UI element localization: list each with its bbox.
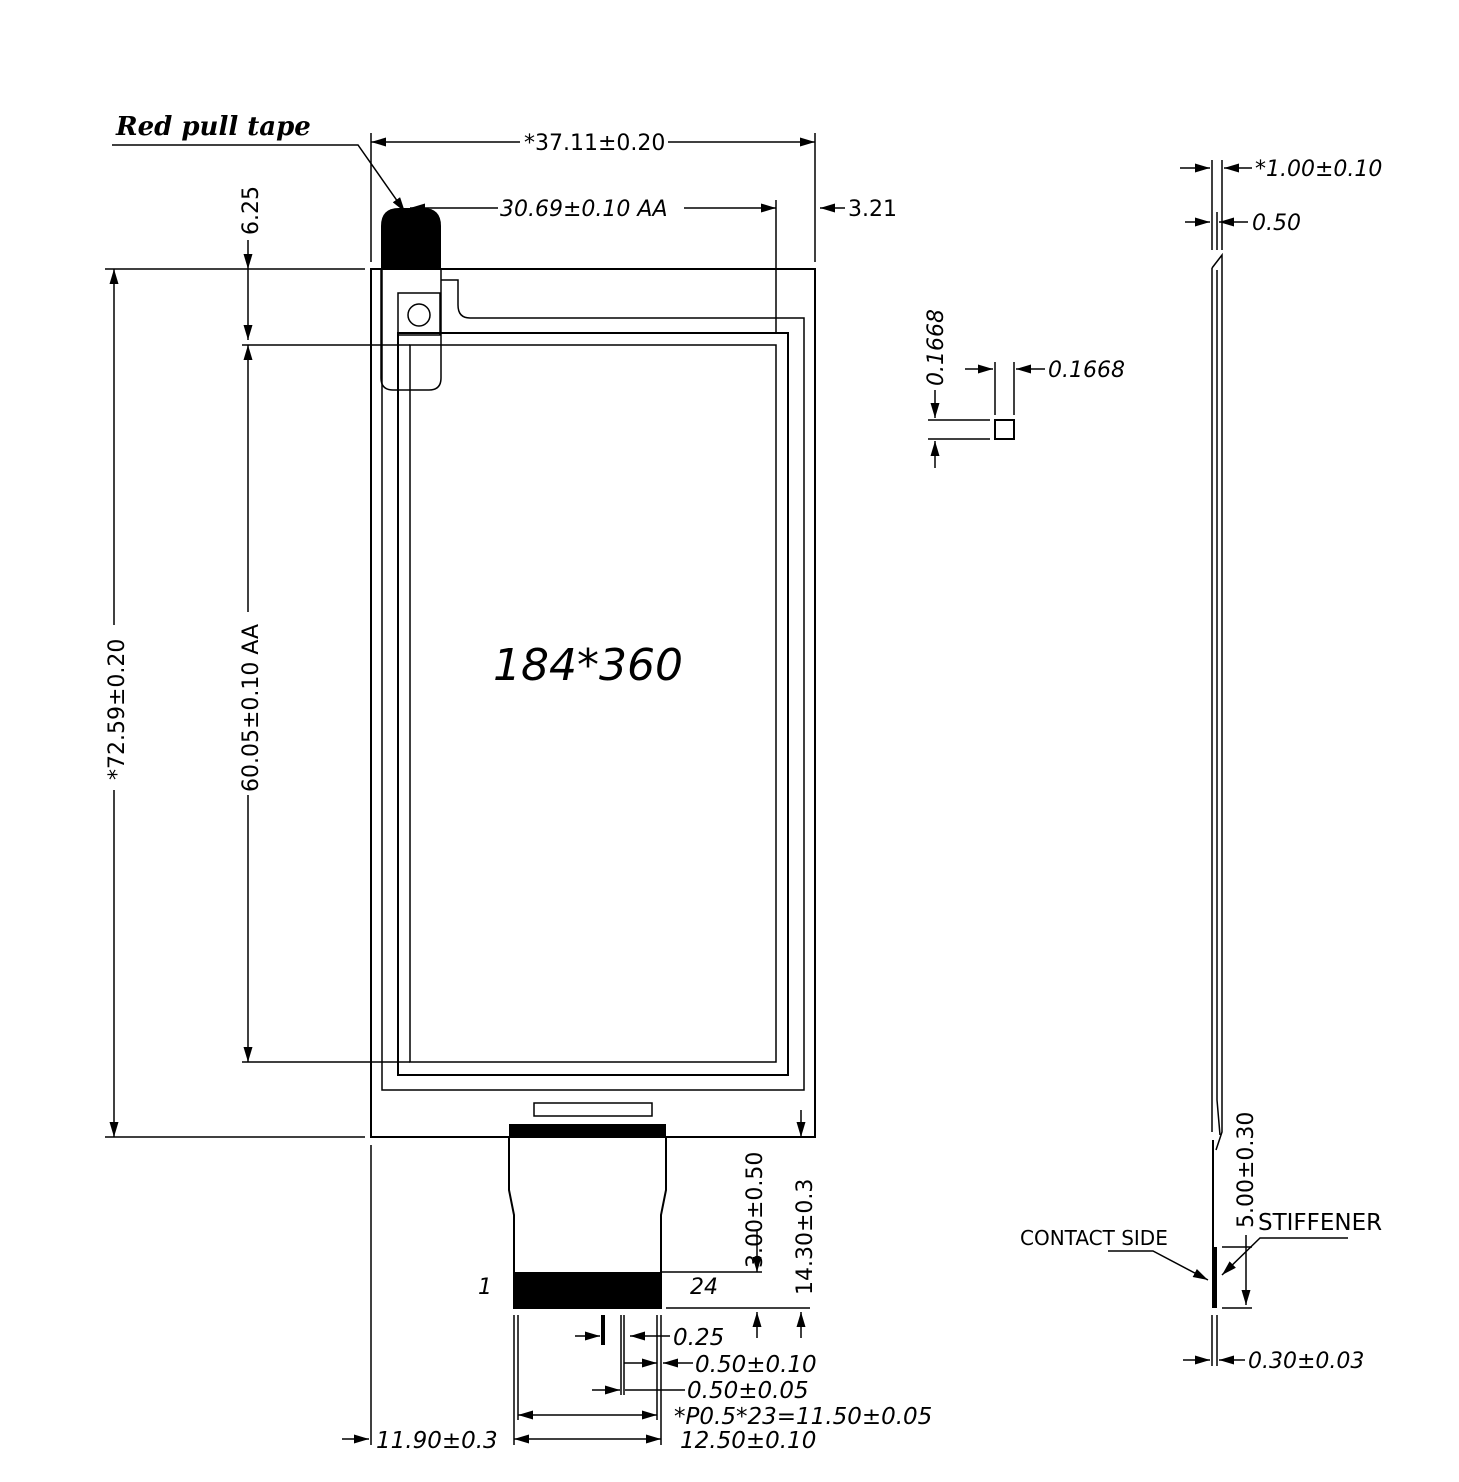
pin-width-dim: 0.25: [673, 1325, 724, 1351]
resolution-label: 184*360: [493, 640, 683, 691]
left-dimensions: [105, 240, 410, 1445]
stiffener-label: STIFFENER: [1258, 1210, 1382, 1236]
right-margin-dim: 3.21: [848, 197, 897, 222]
pixel-width-dim: 0.1668: [1048, 358, 1125, 383]
active-area-inner: [409, 344, 777, 1063]
panel-side: [1211, 252, 1223, 1151]
front-view: 184*360 1 24: [370, 208, 816, 1309]
pull-tape-tab: [380, 268, 442, 391]
pin-last: 24: [690, 1275, 718, 1300]
panel-outline: [370, 268, 816, 1138]
pin-gap-dim: 0.50±0.10: [695, 1352, 817, 1378]
stiffener-length-dim: 5.00±0.30: [1234, 1112, 1259, 1228]
fpc-contacts: [514, 1272, 661, 1308]
fpc-width-dim: 12.50±0.10: [680, 1428, 816, 1454]
pin-pitch-dim: 0.50±0.05: [687, 1378, 809, 1404]
thickness-dim: *1.00±0.10: [1255, 157, 1382, 182]
red-pull-tape: [381, 208, 441, 268]
tape-leader: [112, 144, 406, 213]
pixel-height-dim: 0.1668: [924, 309, 949, 386]
height-active-dim: 60.05±0.10 AA: [239, 624, 264, 792]
tape-hole-box: [397, 292, 441, 336]
fpc-bend-dim: 3.00±0.50: [743, 1152, 768, 1268]
fpc-dimensions: [342, 1110, 810, 1445]
pixel-detail: [928, 362, 1045, 468]
top-margin-dim: 6.25: [239, 186, 264, 235]
side-view: [1108, 160, 1348, 1366]
top-dimensions: [370, 133, 845, 333]
pin-first: 1: [478, 1275, 492, 1300]
fpc-length-dim: 14.30±0.3: [793, 1179, 818, 1295]
contact-side-label: CONTACT SIDE: [1020, 1226, 1168, 1250]
active-area-outer: [397, 332, 789, 1076]
border-frame: [381, 269, 805, 1091]
width-outline-dim: *37.11±0.20: [524, 131, 665, 156]
fpc-bond: [509, 1124, 666, 1137]
fpc-offset-dim: 11.90±0.3: [376, 1428, 498, 1454]
pitch-total-dim: *P0.5*23=11.50±0.05: [674, 1404, 932, 1430]
glass-dim: 0.50: [1252, 211, 1301, 236]
driver-ic: [533, 1102, 653, 1117]
tape-label: Red pull tape: [115, 112, 311, 142]
stiffener: [1212, 1247, 1217, 1308]
fpc-thickness-dim: 0.30±0.03: [1248, 1349, 1364, 1374]
tape-hole: [407, 303, 431, 327]
height-outline-dim: *72.59±0.20: [105, 639, 130, 780]
width-active-dim: 30.69±0.10 AA: [500, 197, 668, 222]
